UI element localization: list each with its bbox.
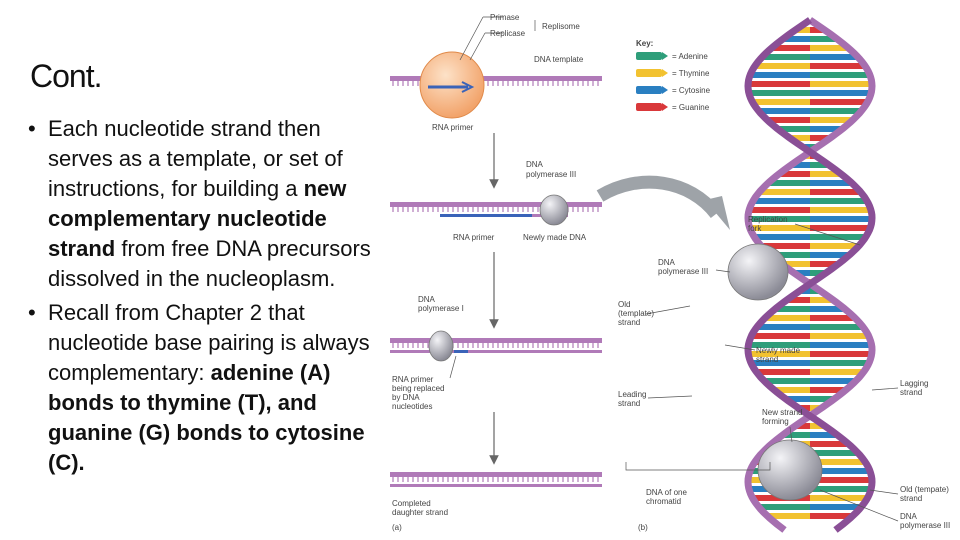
rna-primer-segment [440, 214, 532, 217]
label-primer-replaced-3: by DNA [392, 393, 420, 402]
label-primer-replaced-2: being replaced [392, 384, 444, 393]
label-old-tempate-r: Old (tempate) [900, 485, 949, 494]
key-swatch [636, 86, 662, 94]
base-ticks [392, 477, 599, 482]
key-items: = Adenine = Thymine = Cytosine = Guanine [636, 52, 711, 112]
label-newly-made-2: strand [756, 355, 778, 364]
panel-a: Primase Replicase Replisome DNA template… [390, 13, 602, 532]
label-dna-pol-3b: polymerase III [526, 170, 576, 179]
bullet-bold-text: adenine (A) bonds to thymine (T), and gu… [48, 360, 365, 475]
label-new-strand-1: New strand [762, 408, 802, 417]
label-leading-1: Leading [618, 390, 646, 399]
base-ticks [392, 343, 599, 348]
label-completed-2: daughter strand [392, 508, 448, 517]
label-dna-one-1: DNA of one [646, 488, 687, 497]
key-label: = Adenine [672, 52, 708, 61]
key-label: = Thymine [672, 69, 710, 78]
dna-polymerase-3-enzyme [539, 194, 569, 226]
label-old-template-3: strand [618, 318, 640, 327]
label-primer-replaced-4: nucleotides [392, 402, 432, 411]
label-replication-fork-2: fork [748, 224, 762, 233]
label-dna-pol-3: DNA [526, 160, 544, 169]
key-label: = Cytosine [672, 86, 711, 95]
key-swatch [636, 52, 662, 60]
dna-template-strand-2 [390, 194, 602, 226]
bullet-item-base-pairing: • Recall from Chapter 2 that nucleotide … [28, 298, 380, 478]
bullet-text: Recall from Chapter 2 that nucleotide ba… [48, 300, 370, 385]
transition-arrow [596, 175, 722, 219]
label-strand-r: strand [900, 494, 922, 503]
bullet-dot: • [28, 300, 36, 325]
bullet-item-template: • Each nucleotide strand then serves as … [28, 114, 380, 294]
dna-polymerase-1-enzyme [428, 330, 454, 362]
key-swatch [636, 69, 662, 77]
chromatid-bracket [625, 462, 771, 471]
bullet-dot: • [28, 116, 36, 141]
helix-backbone [744, 17, 876, 533]
key-swatch [636, 103, 662, 111]
dna-polymerase-3-upper [727, 243, 789, 301]
label-replicase: Replicase [490, 29, 526, 38]
completed-strand [390, 472, 602, 487]
label-replisome: Replisome [542, 22, 580, 31]
bullet-text: from free DNA precursors dissolved in th… [48, 236, 371, 291]
label-primase: Primase [490, 13, 520, 22]
label-dna-pol3r-1: DNA [900, 512, 918, 521]
label-dna-pol-1b: polymerase I [418, 304, 464, 313]
label-primer-replaced-1: RNA primer [392, 375, 434, 384]
bullet-bold-text: new complementary nucleotide strand [48, 176, 347, 261]
label-newly-made-1: Newly made [756, 346, 801, 355]
base-color-key: Key: = Adenine = Thymine = Cytosine = Guani… [636, 39, 711, 112]
panel-label-a: (a) [392, 523, 402, 532]
transition-arrow-head [705, 196, 730, 230]
label-dna-template: DNA template [534, 55, 584, 64]
panel-b: Replication fork DNA polymerase III Old … [618, 17, 950, 533]
dna-template-strand-3 [390, 330, 602, 362]
label-dna-pol3r-2: polymerase III [900, 521, 950, 530]
label-leading-2: strand [618, 399, 640, 408]
dna-template-strand-1 [390, 51, 602, 119]
label-old-template-2: (template) [618, 309, 654, 318]
rna-primer-segment [454, 350, 468, 353]
label-replication-fork-1: Replication [748, 215, 788, 224]
label-lagging-1: Lagging [900, 379, 928, 388]
bullet-list: • Each nucleotide strand then serves as … [28, 114, 380, 482]
label-old-template-1: Old [618, 300, 630, 309]
replisome-enzyme [419, 51, 485, 119]
panel-label-b: (b) [638, 523, 648, 532]
slide-title: Cont. [30, 58, 102, 94]
label-new-strand-2: forming [762, 417, 789, 426]
helix-backbone [744, 17, 876, 533]
label-dna-pol-1: DNA [418, 295, 436, 304]
label-rna-primer: RNA primer [453, 233, 495, 242]
label-newly-made-dna: Newly made DNA [523, 233, 587, 242]
label-dna-pol3-2: polymerase III [658, 267, 708, 276]
label-completed-1: Completed [392, 499, 431, 508]
label-dna-one-2: chromatid [646, 497, 681, 506]
label-rna-primer-top: RNA primer [432, 123, 474, 132]
label-lagging-2: strand [900, 388, 922, 397]
label-dna-pol3-1: DNA [658, 258, 676, 267]
key-title: Key: [636, 39, 653, 48]
bullet-text: Each nucleotide strand then serves as a … [48, 116, 343, 201]
key-label: = Guanine [672, 103, 710, 112]
